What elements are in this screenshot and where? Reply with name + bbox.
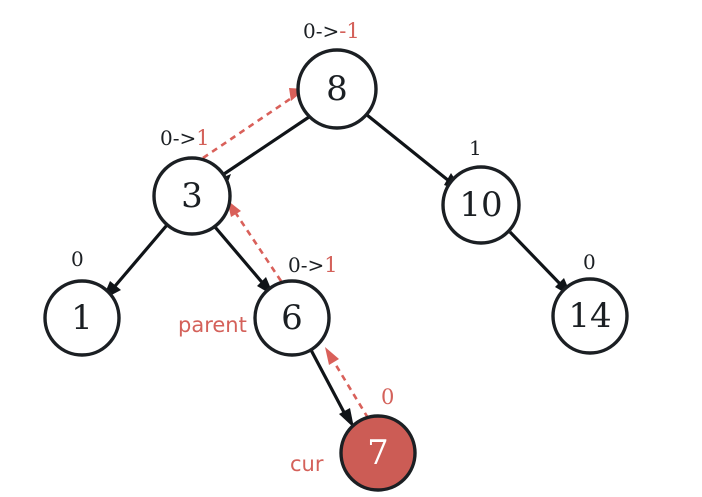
svg-text:0->-1: 0->-1 <box>303 19 360 43</box>
pointer-annotations: parent cur <box>178 313 324 476</box>
node-10-label: 10 <box>459 185 502 225</box>
parent-pointer-label: parent <box>178 313 247 337</box>
bf-6-old: 0 <box>288 253 301 277</box>
retrace-edge-3-8 <box>202 88 305 160</box>
node-3-label: 3 <box>181 176 203 216</box>
edge-10-14 <box>508 230 572 297</box>
bf-8-old: 0 <box>303 19 316 43</box>
edge-3-6 <box>213 225 274 296</box>
balance-factor-node-3: 0->1 <box>160 126 210 150</box>
balance-factor-node-7: 0 <box>381 385 394 409</box>
node-6[interactable]: 6 <box>253 279 331 357</box>
node-8[interactable]: 8 <box>296 48 378 130</box>
node-7-label: 7 <box>367 433 389 473</box>
node-6-label: 6 <box>281 298 303 338</box>
edge-8-10 <box>365 113 463 192</box>
edge-6-7 <box>309 349 354 428</box>
node-14[interactable]: 14 <box>551 277 629 355</box>
retrace-edges <box>202 88 370 419</box>
bf-6-arrow: -> <box>301 253 325 277</box>
bf-8-arrow: -> <box>316 19 340 43</box>
bf-8-new: -1 <box>339 19 359 43</box>
retrace-edge-7-6 <box>325 347 370 419</box>
cur-pointer-label: cur <box>290 452 324 476</box>
retrace-edge-6-3 <box>227 200 283 282</box>
balance-factor-node-8: 0->-1 <box>303 19 360 43</box>
balance-factor-node-10: 1 <box>469 136 482 160</box>
node-8-label: 8 <box>326 69 348 109</box>
node-14-label: 14 <box>568 296 611 336</box>
balance-factor-node-14: 0 <box>583 250 596 274</box>
node-10[interactable]: 10 <box>441 165 521 245</box>
node-1-label: 1 <box>71 298 93 338</box>
node-3[interactable]: 3 <box>152 156 232 236</box>
tree-nodes: 8 3 10 1 6 14 <box>43 48 629 492</box>
balance-factor-labels: 0->-1 0->1 0->1 1 0 0 0 <box>71 19 596 409</box>
node-1[interactable]: 1 <box>43 279 121 357</box>
bf-3-old: 0 <box>160 126 173 150</box>
bf-3-arrow: -> <box>173 126 197 150</box>
balance-factor-node-1: 0 <box>71 247 84 271</box>
bf-3-new: 1 <box>196 126 209 150</box>
edge-3-1 <box>102 223 169 300</box>
svg-text:0->1: 0->1 <box>160 126 210 150</box>
node-7-current[interactable]: 7 <box>339 414 417 492</box>
svg-text:0->1: 0->1 <box>288 253 338 277</box>
bf-6-new: 1 <box>324 253 337 277</box>
balance-factor-node-6: 0->1 <box>288 253 338 277</box>
